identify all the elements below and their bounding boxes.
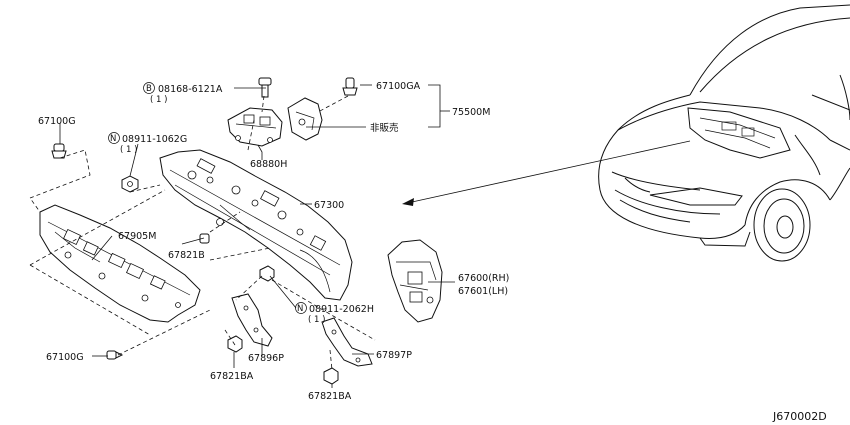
dashed-leaders — [29, 95, 376, 371]
part-67896P — [231, 293, 273, 347]
label-67896P: 67896P — [248, 353, 284, 364]
label-67905M: 67905M — [118, 231, 156, 242]
part-67300 — [159, 149, 353, 301]
part-68880H — [227, 107, 283, 147]
diagram-code: J670002D — [772, 410, 827, 423]
label-68880H: 68880H — [250, 159, 287, 170]
car-illustration — [598, 4, 850, 262]
label-not-sold: 非販売 — [370, 122, 399, 134]
label-08168-6121A: B 08168-6121A ( 1 ) — [143, 82, 223, 105]
quantity: ( 1 ) — [150, 95, 167, 105]
label-67601-lh: 67601(LH) — [458, 286, 508, 297]
quantity: ( 1 ) — [308, 315, 325, 325]
label-67100GA: 67100GA — [376, 81, 421, 92]
label-67821B: 67821B — [168, 250, 205, 261]
part-number: 08168-6121A — [158, 84, 223, 95]
part-number: 08911-2062H — [309, 304, 374, 315]
label-67100G-bottom: 67100G — [46, 352, 84, 363]
clip-67100G-bottom — [106, 350, 124, 360]
quantity: ( 1 ) — [120, 145, 137, 155]
clip-67821BA-right — [323, 367, 339, 385]
bolt-08168-6121A — [258, 77, 272, 98]
clip-67821BA-left — [227, 335, 243, 353]
clip-67100GA — [342, 77, 358, 96]
label-75500M: 75500M — [452, 107, 490, 118]
label-67100G-top: 67100G — [38, 116, 76, 127]
nut-08911-1062G — [121, 175, 139, 193]
clip-67821B — [199, 233, 210, 244]
label-67821BA-left: 67821BA — [210, 371, 254, 382]
part-67897P — [321, 317, 373, 367]
location-arrow — [402, 140, 691, 206]
clip-67100G-top — [51, 143, 67, 159]
label-08911-2062H: N 08911-2062H ( 1 ) — [295, 302, 374, 325]
part-67905M — [39, 204, 201, 323]
label-08911-1062G: N 08911-1062G ( 1 ) — [108, 132, 187, 155]
leader-lines — [59, 84, 455, 388]
part-75500M — [287, 97, 323, 141]
prefix-b: B — [146, 84, 152, 94]
label-67821BA-right: 67821BA — [308, 391, 352, 402]
prefix-n: N — [110, 134, 116, 144]
nut-08911-2062H — [259, 265, 275, 282]
part-67600-67601 — [387, 239, 443, 323]
label-67897P: 67897P — [376, 350, 412, 361]
label-67600-rh: 67600(RH) — [458, 273, 509, 284]
part-number: 08911-1062G — [122, 134, 187, 145]
label-67300: 67300 — [314, 200, 344, 211]
prefix-n: N — [297, 304, 303, 314]
